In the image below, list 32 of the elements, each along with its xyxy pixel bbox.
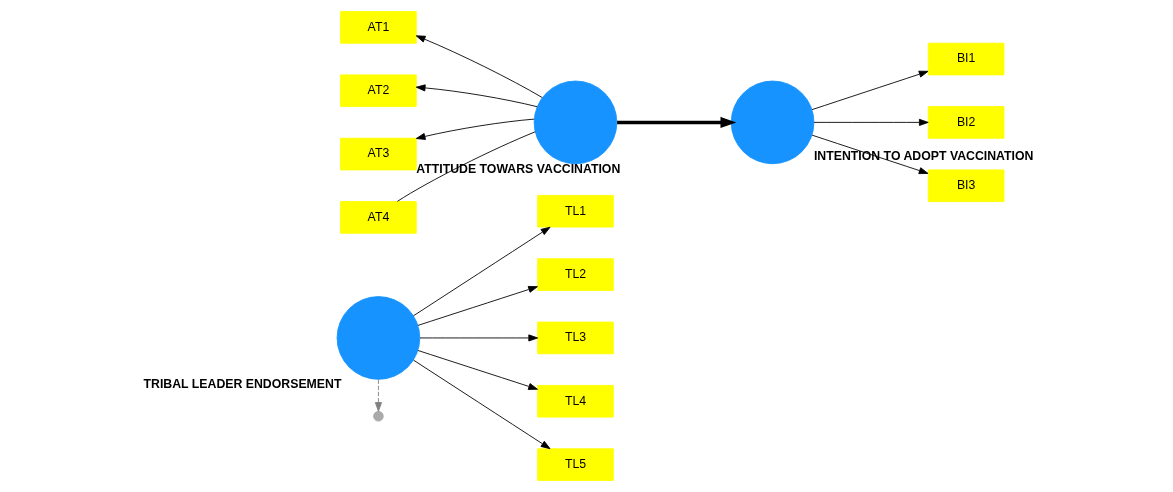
node-circle xyxy=(336,296,421,380)
arrow xyxy=(813,118,929,126)
node-label: TRIBAL LEADER ENDORSEMENT xyxy=(143,377,342,392)
arrow xyxy=(415,118,535,140)
node-box: AT2 xyxy=(340,74,417,107)
arrow xyxy=(415,35,543,99)
node-box: TL2 xyxy=(537,258,614,291)
arrow xyxy=(811,134,929,175)
arrow xyxy=(413,226,551,317)
arrow xyxy=(811,70,929,111)
arrow xyxy=(617,116,737,128)
node-box: BI1 xyxy=(927,42,1005,76)
node-box: TL4 xyxy=(537,385,614,418)
node-box: TL1 xyxy=(537,194,614,228)
arrow xyxy=(417,286,538,326)
connector xyxy=(396,131,536,202)
arrow xyxy=(415,84,538,108)
node-box: TL3 xyxy=(537,321,614,355)
arrow xyxy=(419,334,539,342)
node-box: AT1 xyxy=(340,11,417,44)
arrow xyxy=(417,350,538,390)
node-label: INTENTION TO ADOPT VACCINATION xyxy=(813,148,1034,163)
node-box: BI2 xyxy=(927,106,1005,139)
node-circle xyxy=(730,80,815,165)
node-box: AT3 xyxy=(340,137,417,171)
node-box: TL5 xyxy=(537,448,614,481)
node-box: AT4 xyxy=(340,201,417,234)
node-circle xyxy=(373,410,384,422)
node-box: BI3 xyxy=(927,169,1005,202)
node-circle xyxy=(533,80,618,165)
arrow xyxy=(413,359,551,450)
arrow xyxy=(374,379,382,412)
